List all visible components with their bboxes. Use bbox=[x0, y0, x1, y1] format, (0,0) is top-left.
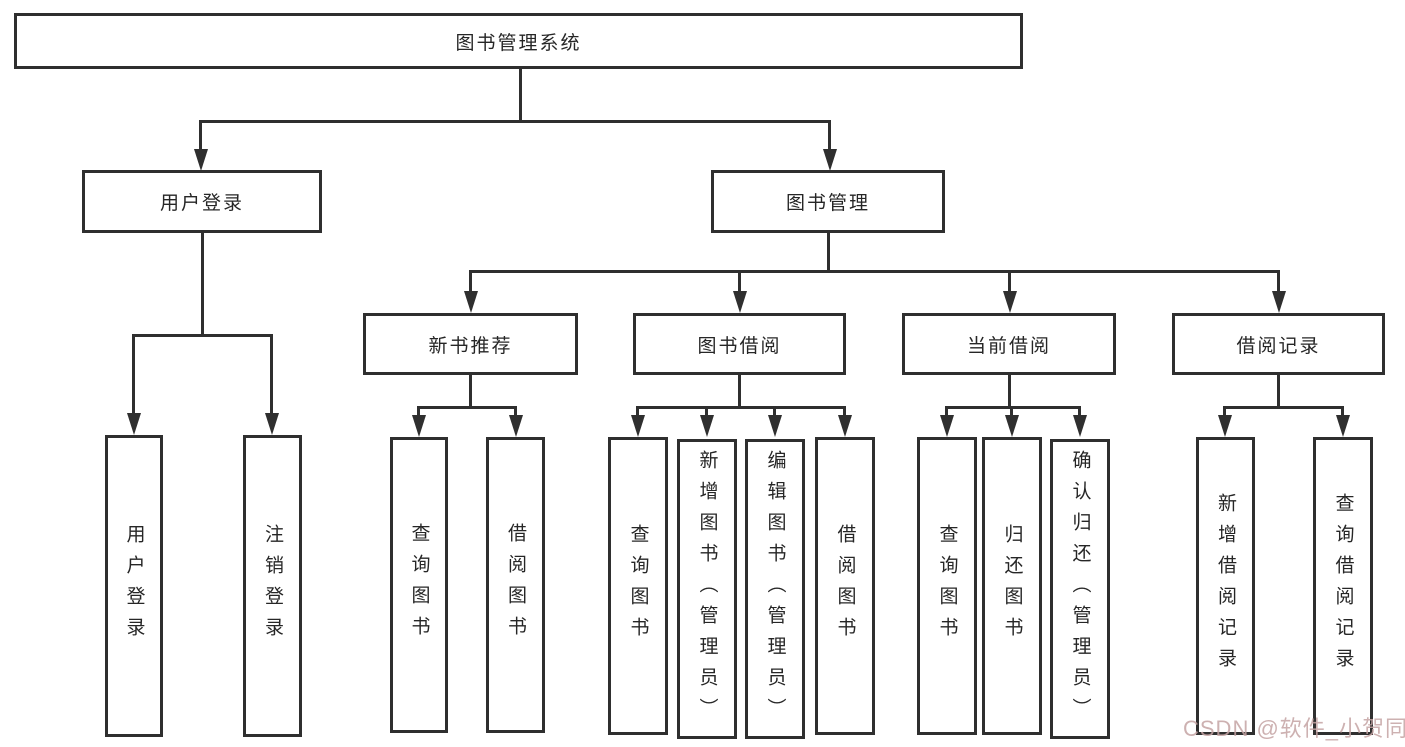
leaf-bb-add-books-admin-label: 新增图书（管理员） bbox=[696, 449, 718, 729]
connector-line bbox=[1223, 406, 1343, 409]
node-book-borrow-label: 图书借阅 bbox=[697, 335, 782, 357]
leaf-nb-query-books-label: 查询图书 bbox=[408, 523, 430, 647]
arrowhead-down-icon bbox=[837, 415, 852, 437]
connector-line bbox=[1008, 270, 1011, 293]
arrowhead-down-icon bbox=[1271, 291, 1286, 313]
node-root: 图书管理系统 bbox=[14, 13, 1023, 69]
arrowhead-down-icon bbox=[939, 415, 954, 437]
node-book-borrow: 图书借阅 bbox=[633, 313, 846, 375]
leaf-nb-borrow-books-label: 借阅图书 bbox=[505, 523, 526, 647]
connector-line bbox=[738, 375, 741, 409]
connector-line bbox=[826, 233, 830, 273]
connector-line bbox=[705, 406, 708, 417]
node-user-login-group-label: 用户登录 bbox=[159, 193, 244, 214]
connector-line bbox=[1010, 406, 1013, 417]
connector-line bbox=[417, 406, 420, 417]
node-current-borrow-label: 当前借阅 bbox=[966, 335, 1051, 357]
connector-line bbox=[200, 233, 204, 337]
connector-line bbox=[417, 406, 517, 409]
arrowhead-down-icon bbox=[822, 149, 837, 171]
leaf-cb-confirm-return-admin-label: 确认归还（管理员） bbox=[1069, 449, 1091, 729]
arrowhead-down-icon bbox=[1217, 415, 1232, 437]
node-current-borrow: 当前借阅 bbox=[902, 313, 1116, 375]
leaf-cb-return-books: 归还图书 bbox=[982, 437, 1042, 735]
connector-line bbox=[469, 270, 472, 293]
arrowhead-down-icon bbox=[193, 149, 208, 171]
arrowhead-down-icon bbox=[508, 415, 523, 437]
arrowhead-down-icon bbox=[1072, 415, 1087, 437]
connector-line bbox=[773, 406, 776, 417]
node-borrow-records: 借阅记录 bbox=[1172, 313, 1385, 375]
connector-line bbox=[945, 406, 1081, 409]
connector-line bbox=[1223, 406, 1226, 417]
arrowhead-down-icon bbox=[411, 415, 426, 437]
leaf-bb-query-books: 查询图书 bbox=[608, 437, 668, 735]
connector-line bbox=[945, 406, 948, 417]
leaf-br-query-record: 查询借阅记录 bbox=[1313, 437, 1373, 735]
leaf-br-query-record-label: 查询借阅记录 bbox=[1332, 493, 1354, 679]
connector-line bbox=[636, 406, 639, 417]
leaf-bb-borrow-books-label: 借阅图书 bbox=[834, 524, 856, 648]
leaf-logout: 注销登录 bbox=[243, 435, 302, 737]
leaf-bb-add-books-admin: 新增图书（管理员） bbox=[677, 439, 737, 739]
leaf-logout-label: 注销登录 bbox=[262, 524, 283, 648]
leaf-bb-edit-books-admin: 编辑图书（管理员） bbox=[745, 439, 805, 739]
connector-line bbox=[199, 120, 202, 151]
leaf-cb-query-books-label: 查询图书 bbox=[936, 524, 958, 648]
arrowhead-down-icon bbox=[630, 415, 645, 437]
connector-line bbox=[132, 334, 273, 337]
connector-line bbox=[738, 270, 741, 293]
connector-line bbox=[514, 406, 517, 417]
node-new-book-recommend-label: 新书推荐 bbox=[428, 335, 513, 357]
connector-line bbox=[518, 68, 522, 123]
node-book-management-label: 图书管理 bbox=[785, 193, 870, 214]
leaf-nb-query-books: 查询图书 bbox=[390, 437, 448, 733]
leaf-bb-query-books-label: 查询图书 bbox=[627, 524, 649, 648]
connector-line bbox=[132, 334, 135, 415]
arrowhead-down-icon bbox=[1004, 415, 1019, 437]
leaf-user-login-label: 用户登录 bbox=[123, 524, 145, 648]
connector-line bbox=[469, 270, 1280, 273]
connector-line bbox=[636, 406, 846, 409]
connector-line bbox=[1078, 406, 1081, 417]
leaf-bb-edit-books-admin-label: 编辑图书（管理员） bbox=[764, 449, 786, 729]
node-new-book-recommend: 新书推荐 bbox=[363, 313, 578, 375]
leaf-br-add-record-label: 新增借阅记录 bbox=[1215, 493, 1236, 679]
leaf-br-add-record: 新增借阅记录 bbox=[1196, 437, 1255, 735]
arrowhead-down-icon bbox=[767, 415, 782, 437]
connector-line bbox=[270, 334, 273, 415]
connector-line bbox=[469, 375, 472, 409]
connector-line bbox=[199, 120, 831, 123]
node-user-login-group: 用户登录 bbox=[82, 170, 322, 233]
connector-line bbox=[828, 120, 831, 151]
node-borrow-records-label: 借阅记录 bbox=[1236, 335, 1321, 357]
csdn-watermark: CSDN @软件_小贺同学 bbox=[1183, 716, 1405, 741]
arrowhead-down-icon bbox=[264, 413, 279, 435]
arrowhead-down-icon bbox=[1335, 415, 1350, 437]
leaf-cb-confirm-return-admin: 确认归还（管理员） bbox=[1050, 439, 1110, 739]
leaf-cb-query-books: 查询图书 bbox=[917, 437, 977, 735]
node-book-management: 图书管理 bbox=[711, 170, 945, 233]
leaf-user-login: 用户登录 bbox=[105, 435, 163, 737]
arrowhead-down-icon bbox=[699, 415, 714, 437]
arrowhead-down-icon bbox=[1002, 291, 1017, 313]
arrowhead-down-icon bbox=[463, 291, 478, 313]
leaf-cb-return-books-label: 归还图书 bbox=[1001, 524, 1023, 648]
connector-line bbox=[1341, 406, 1344, 417]
arrowhead-down-icon bbox=[126, 413, 141, 435]
leaf-bb-borrow-books: 借阅图书 bbox=[815, 437, 875, 735]
leaf-nb-borrow-books: 借阅图书 bbox=[486, 437, 545, 733]
connector-line bbox=[1277, 375, 1280, 409]
connector-line bbox=[843, 406, 846, 417]
connector-line bbox=[1277, 270, 1280, 293]
connector-line bbox=[1008, 375, 1011, 409]
arrowhead-down-icon bbox=[732, 291, 747, 313]
node-root-label: 图书管理系统 bbox=[455, 32, 582, 54]
